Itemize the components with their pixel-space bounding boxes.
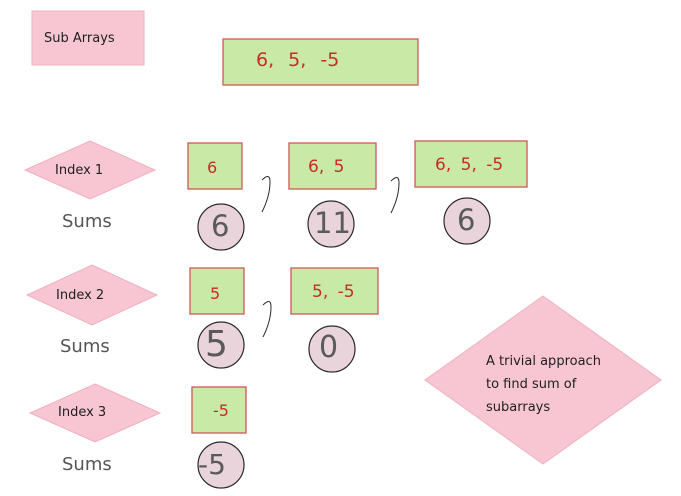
row1-subarray-3: 6, 5, -5 xyxy=(435,155,504,175)
row1-subarray-1: 6 xyxy=(207,158,218,177)
index-3-label: Index 3 xyxy=(58,405,107,420)
index-1-label: Index 1 xyxy=(55,163,104,178)
title-label-box xyxy=(31,10,145,66)
index-2-label: Index 2 xyxy=(56,288,105,303)
index-3-diamond xyxy=(28,383,162,443)
row2-sum-1: 5 xyxy=(205,324,228,365)
row3-sums-label: Sums xyxy=(62,454,112,475)
row1-sum-1-circle xyxy=(197,203,245,251)
note-diamond xyxy=(424,295,662,465)
row1-separator-2 xyxy=(390,177,400,214)
row1-subarray-3-box xyxy=(414,140,528,188)
note-line-2: to find sum of xyxy=(486,377,577,392)
row3-subarray-1: -5 xyxy=(213,401,229,420)
row1-sum-2: 11 xyxy=(314,206,351,240)
array-values: 6, 5, -5 xyxy=(256,49,340,71)
row1-sum-3-circle xyxy=(443,197,491,245)
row2-sum-1-circle xyxy=(197,321,245,369)
row1-subarray-1-box xyxy=(187,142,243,190)
note-line-3: subarrays xyxy=(486,400,551,415)
row1-subarray-2-box xyxy=(288,142,377,190)
row2-separator-1 xyxy=(262,301,272,338)
row3-sum-1: -5 xyxy=(198,448,226,481)
row3-subarray-1-box xyxy=(191,386,247,434)
row1-sum-3: 6 xyxy=(457,203,476,237)
row1-separator-1 xyxy=(261,176,271,213)
row3-sum-1-circle xyxy=(197,441,245,489)
row2-subarray-2: 5, -5 xyxy=(312,282,355,302)
row1-sum-1: 6 xyxy=(211,209,230,243)
title-label: Sub Arrays xyxy=(44,31,115,46)
array-box xyxy=(222,38,419,86)
row2-sum-2: 0 xyxy=(319,330,339,365)
row2-sums-label: Sums xyxy=(60,336,110,357)
index-2-diamond xyxy=(25,264,159,326)
row2-subarray-2-box xyxy=(290,267,379,315)
row1-subarray-2: 6, 5 xyxy=(308,157,345,177)
row1-sum-2-circle xyxy=(307,200,355,248)
note-line-1: A trivial approach xyxy=(486,354,601,369)
row2-subarray-1-box xyxy=(189,267,245,315)
index-1-diamond xyxy=(23,140,157,200)
row2-subarray-1: 5 xyxy=(210,284,221,303)
row1-sums-label: Sums xyxy=(62,211,112,232)
row2-sum-2-circle xyxy=(308,325,356,373)
